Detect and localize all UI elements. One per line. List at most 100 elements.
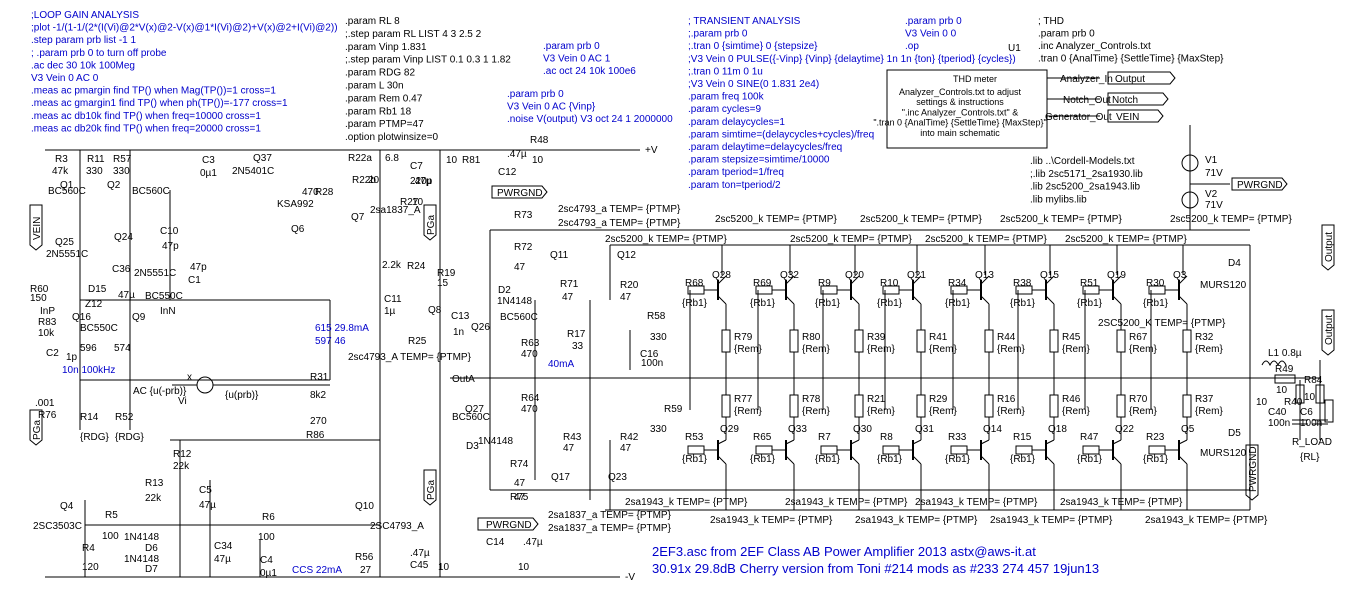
title-line-1: 2EF3.asc from 2EF Class AB Power Amplifi… <box>652 544 1036 559</box>
npn-model-label: 2sc5200_k TEMP= {PTMP} <box>1065 234 1187 245</box>
component-label: 2.2k <box>382 260 402 271</box>
pnp-model-label: 2sa1943_k TEMP= {PTMP} <box>915 497 1038 508</box>
component-label: 330 <box>86 166 103 177</box>
component-label: 270 <box>310 416 327 427</box>
component-label: 2SC3503C <box>33 521 82 532</box>
pwrgnd-flag-center[interactable]: PWRGND <box>491 185 548 199</box>
component-label: 330 <box>650 332 667 343</box>
component-label: 1N4148 <box>478 436 513 447</box>
component-label: D2 <box>498 285 511 296</box>
thd-desc-line: ".tran 0 {AnalTime} {SettleTime} {MaxSte… <box>873 118 1046 128</box>
npn-emitter-resistor-value: {Rem} <box>1062 344 1090 355</box>
pnp-transistor-label: Q5 <box>1181 424 1195 435</box>
pnp-emitter-resistor-value: {Rem} <box>867 406 895 417</box>
component-label: {RDG} <box>80 432 110 443</box>
pnp-emitter-resistor-value: {Rem} <box>929 406 957 417</box>
output-flag[interactable]: Output <box>1107 71 1176 85</box>
pnp-model-label: 2sa1943_k TEMP= {PTMP} <box>785 497 908 508</box>
c6-value: 100n <box>1300 418 1322 429</box>
dir-op-line: .op <box>905 41 919 52</box>
transient-directives: ; TRANSIENT ANALYSIS;.param prb 0;.tran … <box>688 16 1016 191</box>
component-label: .001 <box>35 398 55 409</box>
npn-base-resistor-label: R68 <box>685 278 704 289</box>
svg-text:PWRGND: PWRGND <box>486 520 532 531</box>
component-label: .47µ <box>412 176 432 187</box>
q5-model-note: 2SC5200_K TEMP= {PTMP} <box>1098 318 1226 329</box>
npn-emitter-resistor-label: R41 <box>929 332 948 343</box>
dir-loop-line: ;LOOP GAIN ANALYSIS <box>31 10 139 21</box>
npn-emitter-resistor-value: {Rem} <box>1195 344 1223 355</box>
pga-flag-bottom[interactable]: PGa <box>423 469 437 506</box>
pga-flag-left[interactable]: PGa <box>29 409 43 446</box>
npn-base-resistor-value: {Rb1} <box>877 298 903 309</box>
component-label: .47µ <box>523 537 543 548</box>
component-label: C12 <box>498 167 517 178</box>
output-top-flag[interactable]: Output <box>1321 224 1335 271</box>
pnp-base-resistor-label: R53 <box>685 432 704 443</box>
pwrgnd-flag-vertical[interactable]: PWRGND <box>1245 444 1259 501</box>
component-label: 47 <box>563 443 575 454</box>
component-label: 0µ1 <box>200 168 217 179</box>
r49-value: 10 <box>1276 385 1288 396</box>
component-label: 10 <box>518 562 530 573</box>
npn-transistor-label: Q13 <box>975 270 994 281</box>
vi-value: AC {u(-prb)} <box>133 386 187 397</box>
component-label: R22a <box>348 153 372 164</box>
output-port-flag[interactable]: Output <box>1321 309 1335 356</box>
pwrgnd-flag-bottom[interactable]: PWRGND <box>477 517 539 531</box>
npn-emitter-resistor-label: R67 <box>1129 332 1148 343</box>
r84-label: R84 <box>1304 375 1323 386</box>
r40-value: 10 <box>1256 397 1268 408</box>
npn-emitter-resistor-label: R39 <box>867 332 886 343</box>
pga-flag-mid[interactable]: PGa <box>423 204 437 241</box>
svg-text:Output: Output <box>1115 74 1145 85</box>
vein-flag-left[interactable]: VEIN <box>29 204 43 251</box>
dir-thd-line: .param prb 0 <box>1038 29 1095 40</box>
ccs2-label: 40mA <box>548 359 574 370</box>
thd-meter-block[interactable]: U1 THD meter Analyzer_Controls.txt to ad… <box>873 43 1176 149</box>
svg-text:PGa: PGa <box>426 480 437 500</box>
npn-emitter-resistor-label: R32 <box>1195 332 1214 343</box>
pwrgnd-flag-right[interactable]: PWRGND <box>1231 177 1288 191</box>
svg-text:PWRGND: PWRGND <box>497 188 543 199</box>
dir-tran-line: .param simtime=(delaycycles+cycles)/freq <box>688 129 874 140</box>
svg-text:VEIN: VEIN <box>32 217 43 240</box>
component-label: R28 <box>315 187 334 198</box>
dir-loop-line: .ac dec 30 10k 100Meg <box>31 60 135 71</box>
dir-params-line: .param Rb1 18 <box>345 106 412 117</box>
dir-loop-line: ; .param prb 0 to turn off probe <box>31 48 167 59</box>
pnp-base-resistor-value: {Rb1} <box>1077 454 1103 465</box>
dir-libs-line: .lib 2sc5200_2sa1943.lib <box>1030 182 1141 193</box>
c40-label: C40 <box>1268 407 1287 418</box>
thd-desc-line: Analyzer_Controls.txt to adjust <box>899 87 1022 97</box>
title-line-2: 30.91x 29.8dB Cherry version from Toni #… <box>652 561 1099 576</box>
svg-text:PGa: PGa <box>426 215 437 235</box>
pnp-base-resistor-label: R8 <box>880 432 893 443</box>
npn-base-resistor-value: {Rb1} <box>815 298 841 309</box>
component-label: R57 <box>113 154 132 165</box>
component-label: Q26 <box>471 322 490 333</box>
component-label: Q23 <box>608 472 627 483</box>
component-label: 22k <box>145 493 162 504</box>
vein-flag[interactable]: VEIN <box>1107 109 1164 123</box>
pnp-emitter-resistor-label: R21 <box>867 394 886 405</box>
component-label: 10 <box>438 562 450 573</box>
component-label: 2SC4793_A <box>370 521 424 532</box>
component-label: R59 <box>664 404 683 415</box>
npn-emitter-resistor-label: R79 <box>734 332 753 343</box>
r40-label: R40 <box>1284 397 1303 408</box>
npn-transistor-label: Q15 <box>1040 270 1059 281</box>
dir-params-line: .param RL 8 <box>345 16 400 27</box>
notch-flag[interactable]: Notch <box>1107 92 1169 106</box>
dir-op-line: .param prb 0 <box>905 16 962 27</box>
pnp-base-resistor-label: R65 <box>753 432 772 443</box>
component-label: {RDG} <box>115 432 145 443</box>
dir-params-line: .param RDG 82 <box>345 68 415 79</box>
dir-loop-line: .meas ac gmargin1 find TP() when ph(TP()… <box>31 98 288 109</box>
npn-model-label: 2sc5200_k TEMP= {PTMP} <box>605 234 727 245</box>
dir-ac-line: V3 Vein 0 AC 1 <box>543 54 611 65</box>
